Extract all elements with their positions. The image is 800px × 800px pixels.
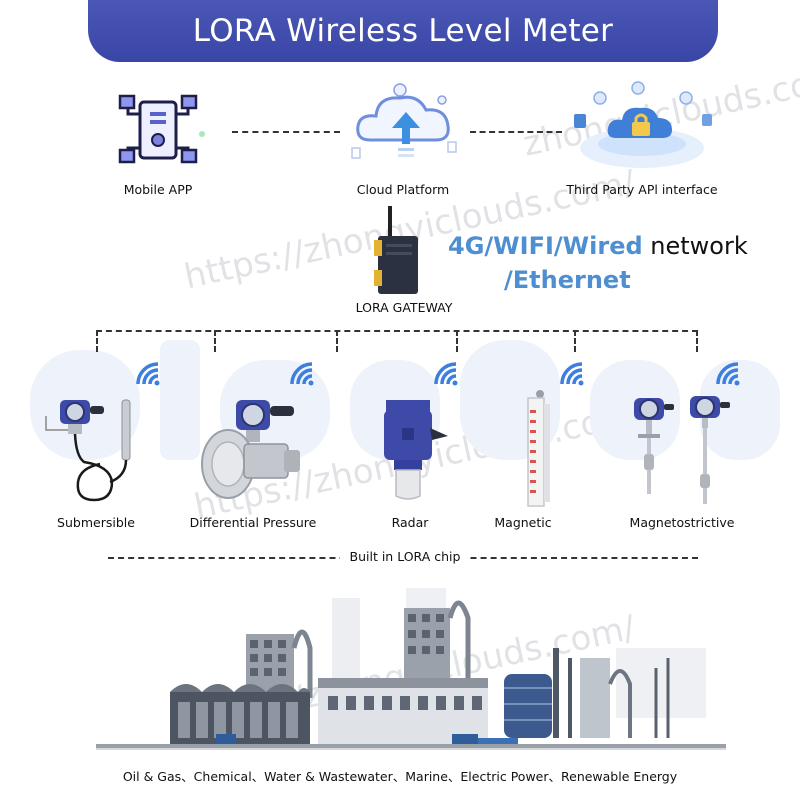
magnetostrictive-level-meter-icon — [634, 396, 730, 504]
connector-line — [470, 131, 562, 133]
magnetic-level-meter-icon — [527, 390, 550, 507]
submersible-label: Submersible — [57, 515, 135, 530]
mobile-app-icon — [118, 94, 205, 164]
wireless-signal-icon — [434, 362, 458, 386]
bus-drop — [336, 330, 338, 352]
network-word: network — [642, 232, 748, 260]
wireless-signal-icon — [716, 362, 740, 386]
lora-gateway-icon — [374, 206, 418, 294]
bus-drop — [214, 330, 216, 352]
lora-gateway-label: LORA GATEWAY — [355, 300, 453, 315]
network-text-line1: 4G/WIFI/Wired network — [448, 232, 748, 260]
title-banner: LORA Wireless Level Meter — [88, 0, 718, 62]
distribution-bus — [96, 330, 698, 332]
industries-list: Oil & Gas、Chemical、Water & Wastewater、Ma… — [122, 769, 678, 784]
chip-label: Built in LORA chip — [340, 549, 470, 564]
wireless-signal-icon — [290, 362, 314, 386]
wireless-signal-icon — [136, 362, 160, 386]
mobile-app-label: Mobile APP — [123, 182, 193, 197]
differential-pressure-label: Differential Pressure — [189, 515, 317, 530]
network-ethernet: /Ethernet — [504, 266, 631, 294]
industrial-plant-illustration — [96, 588, 726, 750]
third-party-api-label: Third Party APl interface — [566, 182, 718, 197]
radar-level-meter-icon — [384, 400, 448, 500]
connector-line — [232, 131, 340, 133]
cloud-upload-icon — [351, 83, 457, 159]
cloud-lock-icon — [574, 81, 712, 168]
magnetic-label: Magnetic — [494, 515, 552, 530]
network-types: 4G/WIFI/Wired — [448, 232, 643, 260]
wireless-signal-icon — [560, 362, 584, 386]
submersible-level-meter-icon — [45, 399, 131, 502]
page-title: LORA Wireless Level Meter — [192, 13, 614, 49]
magnetostrictive-label: Magnetostrictive — [629, 515, 735, 530]
radar-label: Radar — [391, 515, 429, 530]
bus-drop — [574, 330, 576, 352]
bus-drop — [96, 330, 98, 352]
bus-drop — [456, 330, 458, 352]
differential-pressure-meter-icon — [201, 400, 300, 499]
bus-drop — [696, 330, 698, 352]
cloud-platform-label: Cloud Platform — [356, 182, 450, 197]
